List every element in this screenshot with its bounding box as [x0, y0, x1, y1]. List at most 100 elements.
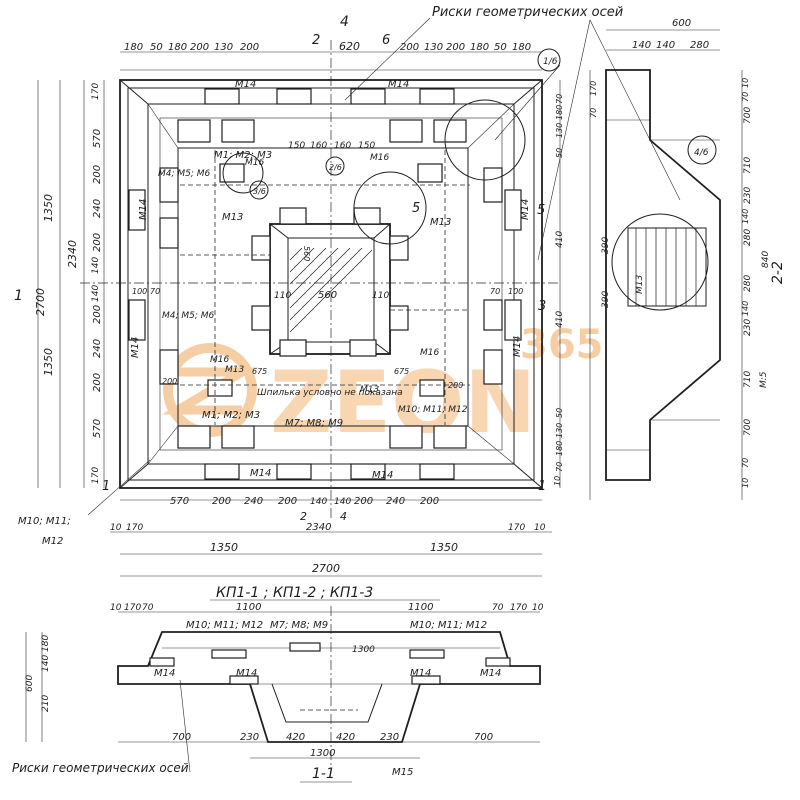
mark-m12-plan: М12 — [42, 536, 63, 547]
dim-right-10: 10 — [553, 476, 562, 486]
dim-inner-100-b: 100 — [508, 287, 523, 296]
plates-m13 — [207, 163, 445, 397]
side-dim-r14: 10 — [741, 478, 750, 488]
dim-bottom-170-a: 170 — [126, 523, 143, 533]
mark-m456-mid: М4; М5; М6 — [162, 311, 215, 321]
dim-left-570-bottom: 570 — [92, 419, 103, 438]
detail-circle-c — [444, 99, 526, 181]
dim-inner-675-a: 675 — [252, 367, 267, 376]
side-dim-r13: 70 — [741, 458, 750, 468]
dim-top-l4: 130 — [214, 42, 233, 53]
sec-dim-b0: 700 — [172, 732, 191, 743]
dim-bottom-170-b: 170 — [508, 523, 525, 533]
cut-5-a: 5 — [537, 203, 545, 218]
dim-top-l3: 200 — [190, 42, 209, 53]
section-11-outline — [117, 631, 541, 743]
dim-right-50-b: 50 — [555, 408, 564, 418]
section-mark-m14-d: М14 — [480, 668, 501, 679]
dim-left-140-a: 140 — [91, 257, 101, 274]
dim-right-50-a: 50 — [555, 148, 564, 158]
dim-bottom-240-a: 240 — [244, 496, 263, 507]
dim-bottom-140-b: 140 — [334, 497, 351, 507]
sec-dim-b4: 230 — [380, 732, 399, 743]
dim-inner-160-a: 160 — [310, 141, 327, 151]
side-dim-r12: 700 — [743, 419, 753, 436]
dim-left-1350-top: 1350 — [42, 194, 55, 222]
cut-3-a: 3 — [538, 299, 546, 314]
sec-dim-l3: 600 — [25, 675, 35, 692]
sec-dim-t6: 170 — [510, 603, 527, 613]
dim-right-70-b: 70 — [555, 462, 564, 472]
mark-m14-c: М14 — [250, 468, 271, 479]
mark-m1012-plan: М10; М11; М12 — [398, 405, 468, 415]
section-mark-m14-b: М14 — [236, 668, 257, 679]
section-mark-m15: М15 — [392, 767, 413, 778]
detail-circle-a — [222, 152, 264, 194]
dim-top-l2: 180 — [168, 42, 187, 53]
plates-second-step — [159, 119, 503, 449]
mark-m16-b: М16 — [370, 153, 389, 163]
side-dim-140-a: 140 — [632, 40, 651, 51]
dim-inner-160-b: 160 — [334, 141, 351, 151]
dim-left-140-b: 140 — [91, 285, 101, 302]
side-section-outline — [605, 69, 721, 481]
cut-2-top: 2 — [312, 33, 320, 48]
dim-left-570-top: 570 — [92, 129, 103, 148]
side-socket — [627, 227, 707, 307]
mark-m13-d: М13 — [360, 385, 379, 395]
ref-circle-16 — [537, 48, 561, 72]
mark-m14-b: М14 — [388, 79, 409, 90]
dim-bottom-200-c: 200 — [354, 496, 373, 507]
dim-left-240-b: 240 — [92, 339, 103, 358]
mark-m13-b: М13 — [430, 217, 451, 228]
dim-inner-70-b: 70 — [490, 287, 500, 296]
sec-dim-b1: 230 — [240, 732, 259, 743]
section-title: КП1-1 ; КП1-2 ; КП1-3 — [216, 585, 373, 601]
plan-view — [80, 17, 681, 520]
dim-left-200-b: 200 — [92, 233, 103, 252]
dim-top-l0: 180 — [124, 42, 143, 53]
dim-bottom-200-a: 200 — [212, 496, 231, 507]
dim-bottom-200-b: 200 — [278, 496, 297, 507]
dim-bottom-1350-a: 1350 — [210, 541, 238, 554]
sec-dim-t7: 10 — [532, 603, 544, 613]
ref-36-label: 3/6 — [253, 187, 266, 196]
side-ms-label: М:5 — [759, 371, 769, 388]
dim-bottom-2340: 2340 — [306, 522, 331, 533]
side-dim-l3: 390 — [601, 291, 611, 308]
section-mark-m1011-b: М10; М11; М12 — [410, 620, 487, 631]
detail-circle-b — [353, 171, 427, 245]
dim-top-r1: 130 — [424, 42, 443, 53]
side-dim-140-b: 140 — [656, 40, 675, 51]
mark-m16-a: М16 — [245, 158, 264, 168]
dim-inner-150-a: 150 — [288, 141, 305, 151]
dim-inner-200-a: 200 — [162, 377, 177, 386]
dim-right-130-a: 130 — [555, 123, 564, 138]
plan-upper-step — [177, 147, 469, 427]
cut-5-b: 5 — [412, 201, 420, 216]
mark-m456-top: М4; М5; М6 — [158, 169, 211, 179]
side-mark-m13: М13 — [635, 275, 645, 294]
dim-left-1350-bottom: 1350 — [42, 348, 55, 376]
section-mark-m1011-a: М10; М11; М12 — [186, 620, 263, 631]
dim-top-r3: 180 — [470, 42, 489, 53]
cut-2-bottom: 2 — [300, 510, 307, 523]
mark-m13-c: М13 — [225, 365, 244, 375]
sec-dim-t0: 10 — [110, 603, 122, 613]
dim-620: 620 — [339, 40, 360, 53]
dim-left-200-c: 200 — [92, 305, 103, 324]
plan-dimensions: 180 50 180 200 130 200 200 130 200 180 5… — [34, 42, 565, 577]
side-dim-r3: 710 — [743, 157, 753, 174]
ref-16-label: 1/6 — [543, 57, 558, 67]
dim-left-240-a: 240 — [92, 199, 103, 218]
side-dim-l1: 70 — [589, 108, 598, 118]
ref-circle-36 — [249, 180, 269, 200]
ref-26-label: 2/6 — [329, 163, 342, 172]
axis-marks-bottom-label: Риски геометрических осей — [12, 761, 189, 775]
section-mark-m14-c: М14 — [410, 668, 431, 679]
cut-1-c: 1 — [14, 288, 23, 304]
dim-inner-200-b: 200 — [448, 381, 463, 390]
cut-1-a: 1 — [102, 479, 110, 494]
side-dim-r8: 280 — [743, 275, 753, 292]
